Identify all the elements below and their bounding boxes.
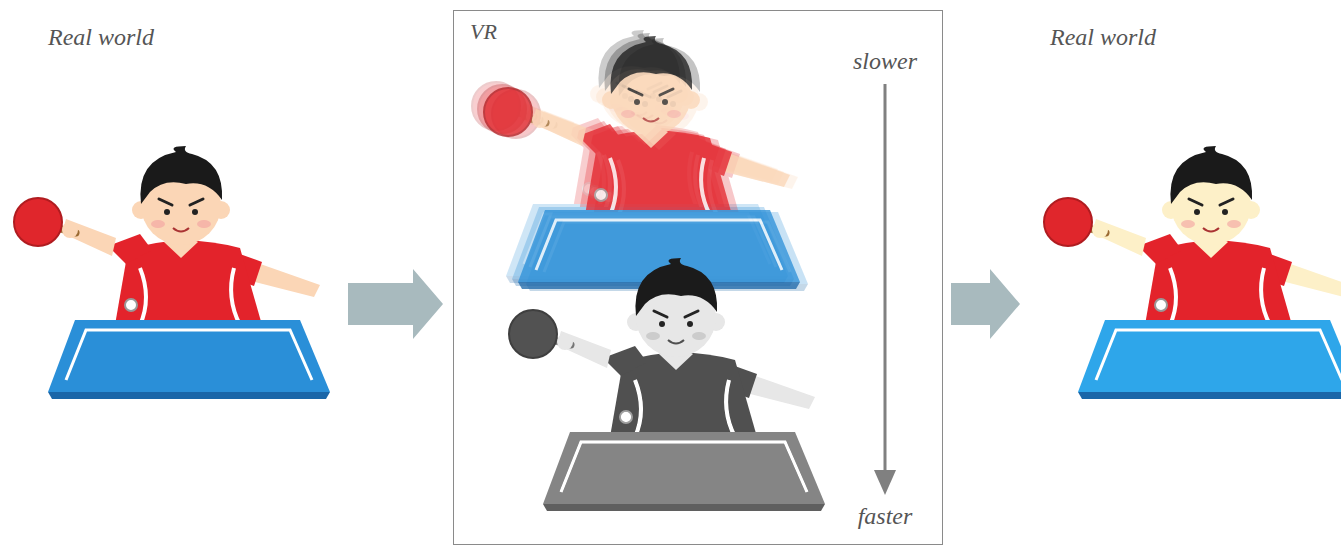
- panel-heading: VR: [470, 19, 497, 44]
- speed-arrow-head: [874, 470, 896, 495]
- flow-arrow: [951, 269, 1020, 339]
- speed-label: slower: [853, 48, 917, 76]
- vr-box: VR: [453, 10, 943, 545]
- speed-label: faster: [858, 503, 913, 531]
- slow-motion-player: [472, 30, 808, 291]
- world-panel: Real world: [10, 10, 340, 540]
- flow-arrow: [348, 269, 443, 339]
- speed-arrow-shaft: [884, 84, 887, 472]
- vr-player-fast: [509, 258, 825, 511]
- panel-heading: Real world: [1050, 24, 1156, 52]
- real-world-player: [1044, 146, 1341, 399]
- world-panel: Real world: [1030, 10, 1330, 540]
- real-world-player: [14, 146, 330, 399]
- vr-player-slow: [484, 36, 800, 289]
- panel-heading: Real world: [48, 24, 154, 52]
